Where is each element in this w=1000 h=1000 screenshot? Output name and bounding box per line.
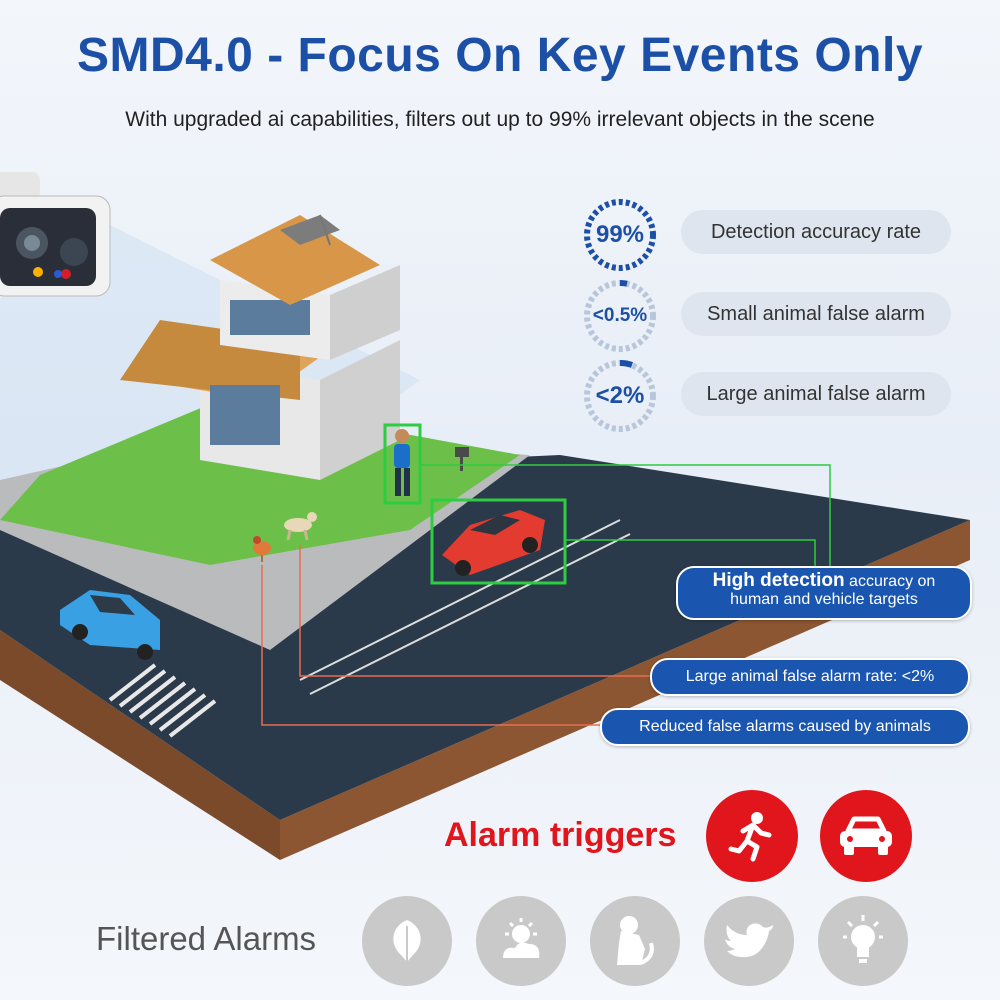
stat-value: 99% [595, 221, 645, 248]
dog [284, 512, 317, 541]
car-icon [820, 790, 912, 882]
blue-car [60, 590, 160, 660]
person-detection-box [383, 423, 422, 505]
callout-rest-text: accuracy on [844, 573, 936, 590]
weather-icon [476, 896, 566, 986]
stat-ring-accuracy: 99% [582, 197, 658, 273]
page-title: SMD4.0 - Focus On Key Events Only [76, 29, 924, 82]
red-car [442, 510, 545, 576]
filtered-alarms-title: Filtered Alarms [96, 920, 317, 957]
chicken [253, 536, 271, 562]
person-connector [420, 464, 831, 567]
car-connector [565, 539, 816, 567]
stat-ring-large-animal: <2% [582, 358, 658, 434]
bird-icon [704, 896, 794, 986]
camera-icon [0, 172, 111, 297]
stat-ring-small-animal: <0.5% [582, 278, 658, 354]
stat-value: <2% [595, 382, 645, 409]
house [120, 214, 400, 480]
callout-high-detection: High detection accuracy on human and veh… [676, 566, 972, 620]
stat-label: Detection accuracy rate [681, 210, 951, 254]
stat-value: <0.5% [592, 305, 648, 326]
lane-line [309, 533, 631, 695]
lane-line [299, 519, 621, 681]
mailbox-post [460, 457, 463, 471]
person [394, 429, 410, 496]
page-subtitle: With upgraded ai capabilities, filters o… [125, 108, 875, 131]
alarm-triggers-title: Alarm triggers [444, 816, 677, 854]
mailbox [455, 447, 469, 457]
lightbulb-icon [818, 896, 908, 986]
stat-label: Large animal false alarm [681, 372, 951, 416]
running-person-icon [706, 790, 798, 882]
car-detection-box [430, 498, 567, 585]
dog-icon [590, 896, 680, 986]
callout-line2: human and vehicle targets [730, 591, 918, 608]
stat-label: Small animal false alarm [681, 292, 951, 336]
crosswalk [108, 663, 217, 738]
callout-strong-text: High detection [712, 570, 845, 591]
callout-reduced-false-alarms: Reduced false alarms caused by animals [600, 708, 970, 746]
ground-side-front [0, 630, 280, 860]
chicken-connector [261, 565, 600, 726]
dog-connector [299, 545, 650, 677]
callout-large-animal: Large animal false alarm rate: <2% [650, 658, 970, 696]
leaf-icon [362, 896, 452, 986]
